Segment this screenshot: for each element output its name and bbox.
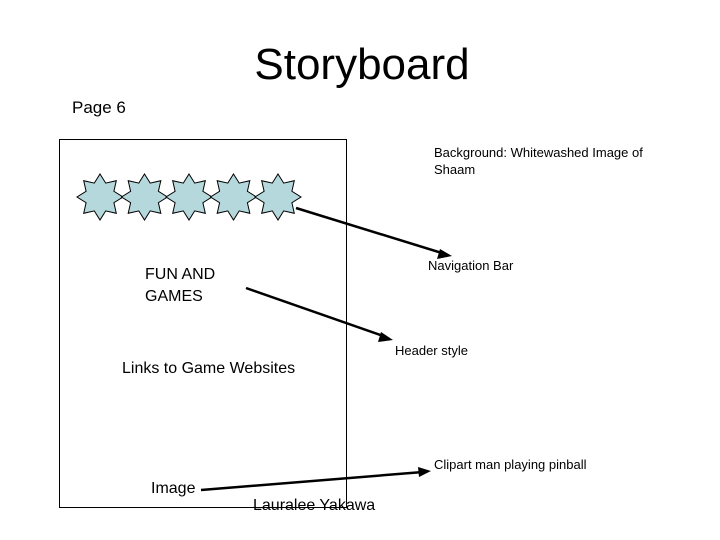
annotation-clipart: Clipart man playing pinball xyxy=(434,457,587,472)
author-name: Lauralee Yakawa xyxy=(253,497,376,514)
arrowhead-navigation xyxy=(437,249,452,259)
page-number-label: Page 6 xyxy=(72,98,126,117)
mockup-image-placeholder: Image xyxy=(151,480,196,497)
nav-star-icon xyxy=(76,173,124,221)
arrow-header xyxy=(245,286,387,339)
mockup-header-text: FUN AND GAMES xyxy=(145,266,216,305)
annotation-arrows xyxy=(200,206,452,492)
annotation-background: Background: Whitewashed Image of Shaam xyxy=(434,145,643,177)
mockup-links-text: Links to Game Websites xyxy=(122,360,296,377)
arrowhead-clipart xyxy=(418,467,431,477)
slide-title: Storyboard xyxy=(254,40,470,89)
nav-star-icon xyxy=(254,173,302,221)
annotation-navigation-bar: Navigation Bar xyxy=(428,258,514,273)
navigation-bar-icons xyxy=(76,173,302,221)
nav-star-icon xyxy=(165,173,213,221)
arrow-navigation xyxy=(295,206,446,256)
nav-star-icon xyxy=(209,173,258,221)
annotation-header-style: Header style xyxy=(395,343,468,358)
nav-star-icon xyxy=(120,173,169,221)
arrow-clipart xyxy=(200,470,424,492)
arrowhead-header xyxy=(378,332,393,342)
